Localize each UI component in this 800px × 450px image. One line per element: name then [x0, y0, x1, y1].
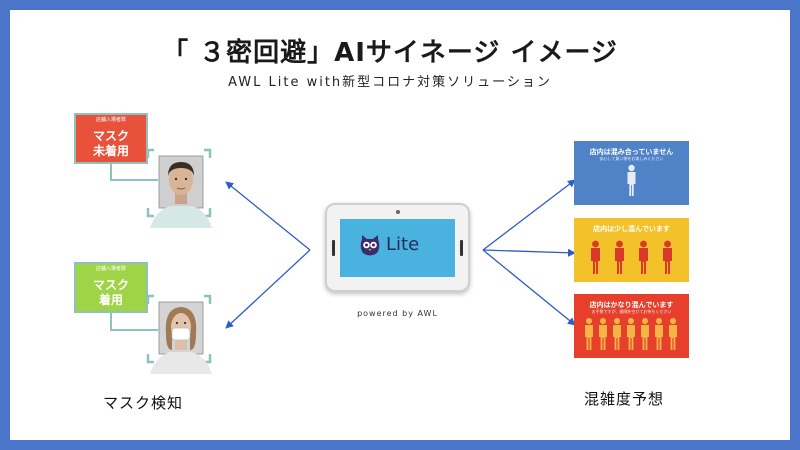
- masked-badge-body: マスク 着用: [76, 274, 146, 311]
- page-subtitle: AWL Lite with新型コロナ対策ソリューション: [228, 75, 552, 90]
- tablet-screen: Lite: [340, 219, 455, 277]
- tablet-left-button: [332, 240, 335, 256]
- person-icon: [669, 318, 677, 350]
- camera-icon: [396, 210, 400, 214]
- congestion-card-mid: 店内は少し混んでいます: [574, 218, 689, 282]
- mask-detection-label: マスク検知: [103, 394, 184, 412]
- masked-badge: 店舗入場者数 マスク 着用: [74, 262, 148, 313]
- people-icon-group-low: [627, 164, 636, 196]
- masked-line2: 着用: [98, 293, 123, 307]
- congestion-forecast-label: 混雑度予想: [584, 390, 665, 408]
- people-icon-group-mid: [591, 240, 672, 274]
- unmasked-badge-header: 店舗入場者数: [76, 115, 146, 125]
- congestion-card-low: 店内は混み合っていません 安心して買い物をお楽しみください: [574, 141, 689, 205]
- powered-by-text: powered by AWL: [357, 309, 438, 318]
- person-icon: [585, 318, 593, 350]
- person-icon: [591, 240, 600, 274]
- unmasked-line1: マスク: [92, 129, 129, 143]
- congestion-high-note: お手数ですが、間隔を空けてお待ちください: [591, 309, 672, 314]
- arrow-to-level-mid: [482, 248, 576, 257]
- unmasked-badge: 店舗入場者数 マスク 未着用: [74, 113, 148, 164]
- person-icon: [641, 318, 649, 350]
- arrow-to-masked: [225, 249, 311, 329]
- masked-face-avatar: [146, 294, 212, 374]
- masked-line1: マスク: [92, 278, 129, 292]
- masked-connector: [110, 308, 158, 331]
- unmasked-line2: 未着用: [92, 144, 129, 158]
- person-icon: [615, 240, 624, 274]
- arrow-to-level-high: [482, 249, 576, 326]
- person-icon: [663, 240, 672, 274]
- owl-logo-icon: [360, 235, 380, 256]
- congestion-low-note: 安心して買い物をお楽しみください: [599, 156, 664, 161]
- lite-logo-text: Lite: [386, 234, 420, 255]
- arrow-to-unmasked: [225, 181, 311, 251]
- unmasked-badge-body: マスク 未着用: [76, 125, 146, 162]
- signage-tablet: Lite: [325, 203, 470, 292]
- unmasked-connector: [110, 158, 158, 181]
- tablet-right-button: [460, 240, 463, 256]
- person-icon: [599, 318, 607, 350]
- congestion-mid-title: 店内は少し混んでいます: [593, 225, 670, 233]
- person-icon: [639, 240, 648, 274]
- person-icon: [627, 164, 636, 196]
- unmasked-face-avatar: [146, 148, 212, 228]
- people-icon-group-high: [585, 318, 677, 350]
- person-icon: [655, 318, 663, 350]
- congestion-card-high: 店内はかなり混んでいます お手数ですが、間隔を空けてお待ちください: [574, 294, 689, 358]
- person-icon: [613, 318, 621, 350]
- arrow-to-level-low: [482, 179, 576, 251]
- congestion-low-title: 店内は混み合っていません: [589, 148, 674, 156]
- person-icon: [627, 318, 635, 350]
- masked-badge-header: 店舗入場者数: [76, 264, 146, 274]
- page-title: 「 ３密回避」AIサイネージ イメージ: [162, 38, 618, 68]
- congestion-high-title: 店内はかなり混んでいます: [589, 301, 674, 309]
